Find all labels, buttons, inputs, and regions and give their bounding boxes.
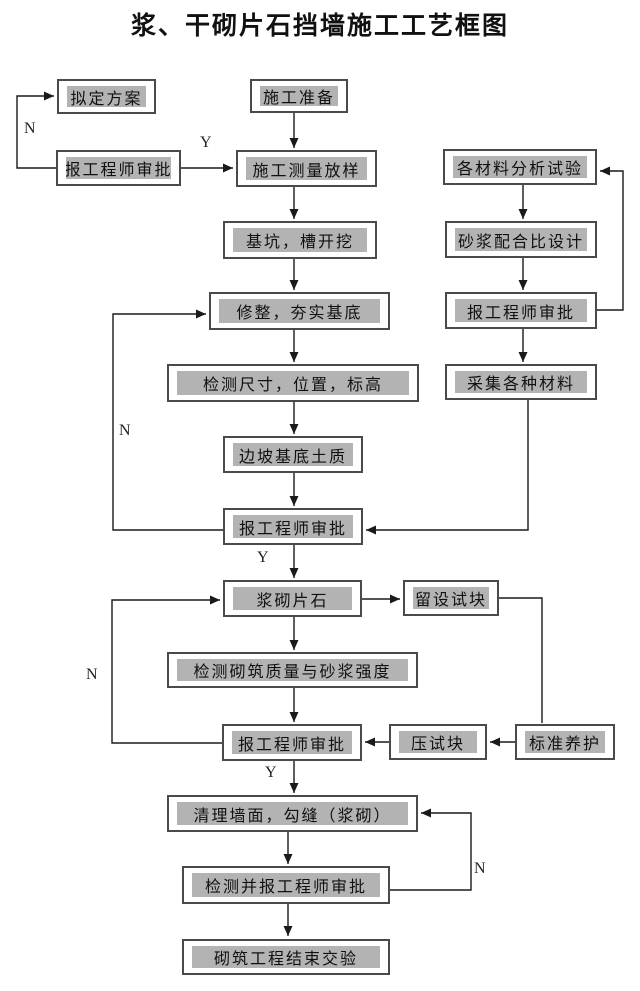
- node-label-press-test-block: 压试块: [410, 736, 465, 753]
- node-label-pit-trench-excavation: 基坑，槽开挖: [245, 234, 354, 251]
- flow-node-engineer-approval-4: 报工程师审批: [222, 724, 362, 761]
- edge-collect-to-approval3: [366, 400, 529, 535]
- edge-label-n-bottom-right: N: [474, 860, 486, 877]
- node-label-engineer-approval-3: 报工程师审批: [238, 520, 347, 538]
- flow-node-collect-materials: 采集各种材料: [445, 364, 597, 400]
- node-label-mortar-mix-design: 砂浆配合比设计: [457, 233, 584, 251]
- flow-node-standard-curing: 标准养护: [515, 724, 615, 760]
- flow-node-check-masonry-quality: 检测砌筑质量与砂浆强度: [167, 652, 418, 688]
- edge-label-y-mid: Y: [257, 549, 269, 566]
- node-label-check-dim-pos-elev: 检测尺寸，位置，标高: [202, 377, 383, 394]
- edge-approval4-n-to-masonry: [111, 595, 222, 744]
- node-label-trim-compact-base: 修整，夯实基底: [236, 305, 363, 322]
- flow-node-pit-trench-excavation: 基坑，槽开挖: [223, 221, 377, 259]
- flow-node-check-dim-pos-elev: 检测尺寸，位置，标高: [167, 364, 419, 402]
- node-label-slope-base-soil: 边坡基底土质: [238, 448, 347, 466]
- edge-checkreport-n-to-cleanwall: [390, 808, 472, 891]
- edge-testblock-to-curing: [499, 597, 543, 723]
- node-label-reserve-test-block: 留设试块: [414, 592, 487, 609]
- edge-label-y-top: Y: [200, 134, 212, 151]
- flow-node-clean-wall-pointing: 清理墙面，勾缝（浆砌）: [167, 795, 418, 832]
- flow-node-press-test-block: 压试块: [389, 724, 487, 760]
- node-label-construction-prep: 施工准备: [262, 90, 335, 106]
- node-label-check-masonry-quality: 检测砌筑质量与砂浆强度: [193, 664, 392, 681]
- edge-label-n-mid-left: N: [119, 422, 131, 439]
- edge-label-y-lower: Y: [265, 764, 277, 781]
- node-label-masonry-handover: 砌筑工程结束交验: [213, 951, 358, 968]
- edge-approval3-n-to-trim: [112, 309, 223, 531]
- node-label-clean-wall-pointing: 清理墙面，勾缝（浆砌）: [193, 807, 392, 825]
- node-label-material-analysis: 各材料分析试验: [456, 161, 583, 178]
- node-label-draft-plan: 拟定方案: [70, 90, 143, 108]
- node-label-standard-curing: 标准养护: [528, 736, 601, 753]
- flow-node-engineer-approval-2: 报工程师审批: [445, 292, 597, 329]
- flow-node-survey-layout: 施工测量放样: [236, 150, 377, 187]
- flow-node-masonry-handover: 砌筑工程结束交验: [182, 939, 390, 975]
- edge-label-n-lower-left: N: [86, 666, 98, 683]
- flow-node-draft-plan: 拟定方案: [57, 79, 156, 114]
- flow-node-trim-compact-base: 修整，夯实基底: [209, 292, 390, 330]
- node-label-mortar-rubble-masonry: 浆砌片石: [256, 592, 329, 610]
- flow-node-mortar-rubble-masonry: 浆砌片石: [223, 580, 362, 617]
- flow-node-mortar-mix-design: 砂浆配合比设计: [445, 221, 597, 258]
- node-label-survey-layout: 施工测量放样: [252, 162, 361, 180]
- edge-label-n-top-left: N: [24, 120, 36, 137]
- node-label-check-report-engineer: 检测并报工程师审批: [204, 879, 367, 896]
- flow-node-reserve-test-block: 留设试块: [403, 580, 499, 616]
- flow-node-engineer-approval-1: 报工程师审批: [56, 150, 181, 186]
- node-label-engineer-approval-2: 报工程师审批: [466, 304, 575, 322]
- node-label-engineer-approval-4: 报工程师审批: [237, 736, 346, 754]
- edge-approval2-loop-to-analysis: [597, 166, 624, 311]
- node-label-engineer-approval-1: 报工程师审批: [66, 162, 171, 179]
- flow-node-material-analysis: 各材料分析试验: [443, 149, 597, 185]
- page-title: 浆、干砌片石挡墙施工工艺框图: [130, 12, 509, 40]
- node-label-collect-materials: 采集各种材料: [466, 376, 575, 393]
- edge-approval1-n-to-draftplan: [16, 91, 56, 169]
- flow-node-slope-base-soil: 边坡基底土质: [223, 436, 363, 473]
- flow-node-check-report-engineer: 检测并报工程师审批: [182, 866, 390, 904]
- flow-node-engineer-approval-3: 报工程师审批: [223, 508, 363, 545]
- flow-node-construction-prep: 施工准备: [250, 79, 348, 113]
